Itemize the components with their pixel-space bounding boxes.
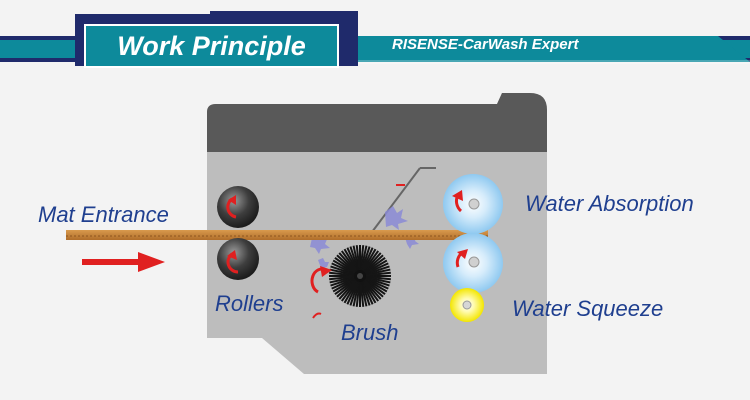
direction-arrow-icon <box>82 252 165 272</box>
label-rollers: Rollers <box>215 291 284 316</box>
lower-roller <box>217 238 259 280</box>
water-squeeze-roller-icon <box>450 288 484 322</box>
upper-roller <box>217 186 259 228</box>
brush-rotation-arrow-icon <box>310 266 332 319</box>
water-absorption-roller-icon <box>443 174 503 234</box>
label-water-squeeze: Water Squeeze <box>512 296 664 321</box>
floor-mat <box>66 230 488 240</box>
brush-icon <box>329 245 391 307</box>
header-banner <box>0 11 750 68</box>
water-absorption-roller-lower-icon <box>443 233 503 293</box>
banner-title: Work Principle <box>117 30 306 61</box>
brand-name: RISENSE-CarWash Expert <box>392 36 579 53</box>
label-water-absorption: Water Absorption <box>525 191 694 216</box>
scraper-blade <box>371 167 436 233</box>
label-brush: Brush <box>341 320 399 345</box>
label-mat-entrance: Mat Entrance <box>38 202 169 227</box>
